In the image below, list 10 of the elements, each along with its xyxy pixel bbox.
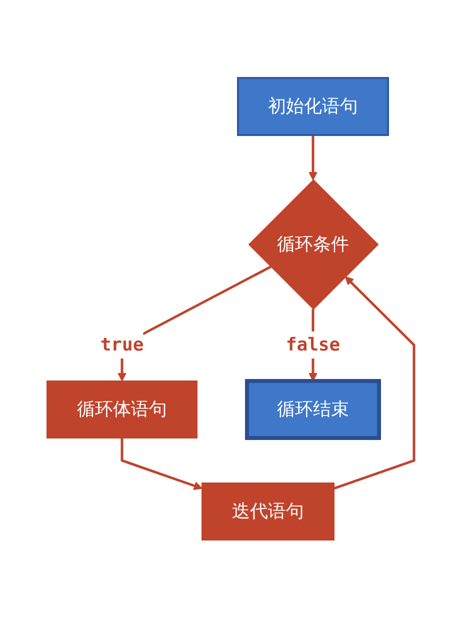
node-box: 循环体语句 — [46, 380, 198, 438]
node-diamond: 循环条件 — [248, 179, 379, 310]
arrow — [120, 438, 202, 490]
node-box: 初始化语句 — [237, 77, 389, 136]
arrow — [334, 276, 416, 490]
arrow — [308, 135, 318, 180]
edge-label: false — [286, 334, 340, 356]
node-box: 迭代语句 — [202, 482, 334, 540]
node-box: 循环结束 — [245, 379, 381, 440]
edge-label: true — [100, 334, 144, 356]
